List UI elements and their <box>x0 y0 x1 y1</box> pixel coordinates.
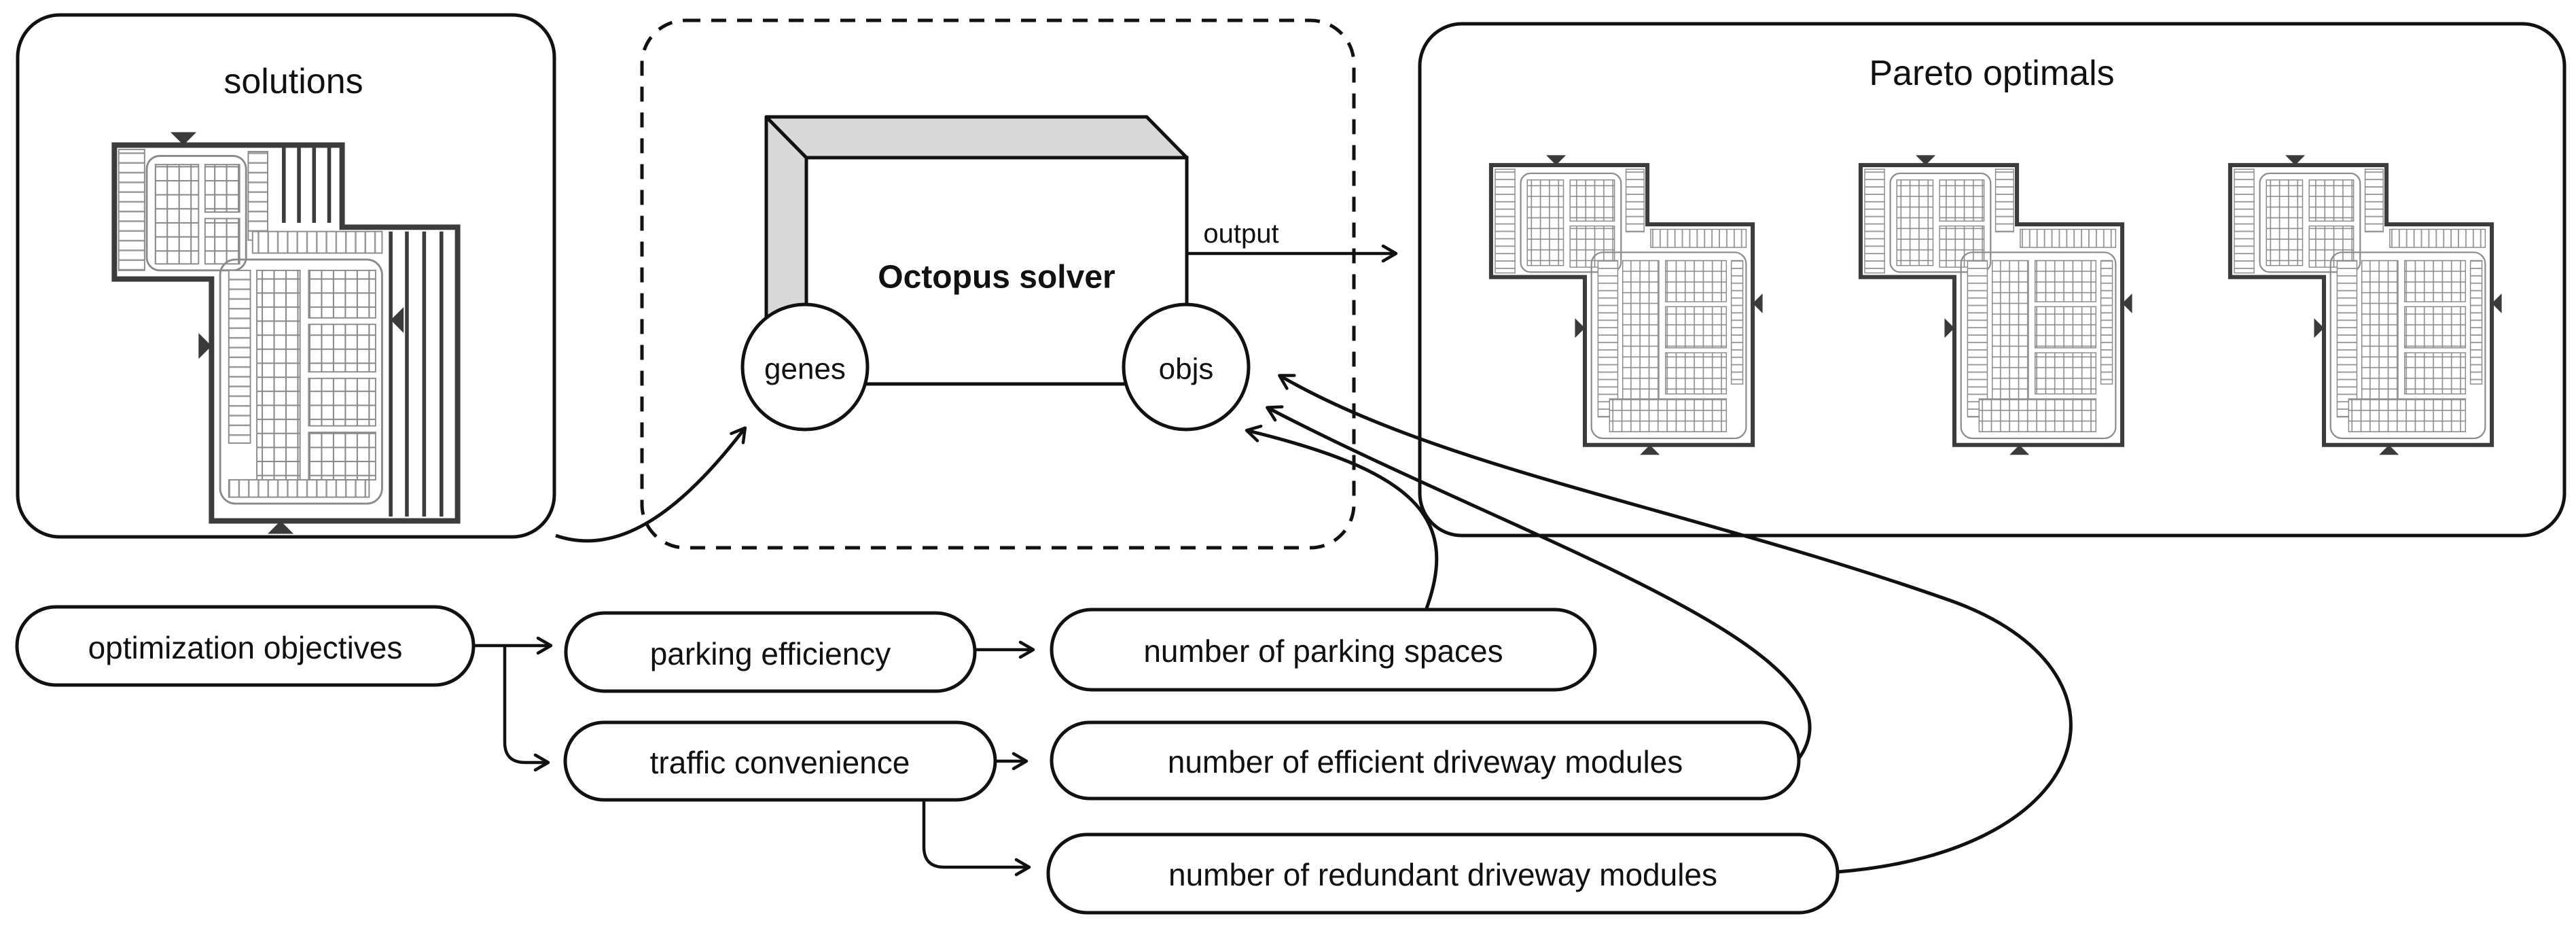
traffic-to-metric3-arrow <box>922 800 1031 877</box>
metric2-to-objs-arrow <box>1266 405 1812 760</box>
num-efficient-driveway-node <box>1050 720 1801 801</box>
objs-port-label: objs <box>1159 353 1214 386</box>
num-parking-spaces-node <box>1050 608 1597 692</box>
parking-efficiency-node <box>564 611 977 693</box>
num-efficient-driveway-label: number of efficient driveway modules <box>1168 744 1683 779</box>
metric3-to-objs-arrow <box>1278 374 2073 874</box>
solutions-to-genes-arrow <box>555 426 747 543</box>
solver-panel: Octopus solver genes objs output <box>640 18 1398 550</box>
num-redundant-driveway-label: number of redundant driveway modules <box>1168 857 1717 892</box>
objectives-flow: optimization objectives parking efficien… <box>15 605 1840 915</box>
objectives-to-traffic-arrow <box>503 646 550 772</box>
genes-port <box>740 302 870 432</box>
solver-box-front-face <box>804 156 1189 386</box>
genes-port-label: genes <box>764 353 846 386</box>
solutions-panel-title: solutions <box>223 62 363 101</box>
solver-box-top-face <box>764 115 1189 160</box>
objs-port <box>1122 302 1251 432</box>
optimization-objectives-label: optimization objectives <box>88 630 403 665</box>
solver-title: Octopus solver <box>878 260 1115 296</box>
num-parking-spaces-label: number of parking spaces <box>1143 633 1503 669</box>
output-arrow-label: output <box>1203 219 1278 249</box>
num-redundant-driveway-node <box>1046 832 1840 915</box>
traffic-convenience-label: traffic convenience <box>650 745 910 780</box>
pareto-panel-title: Pareto optimals <box>1869 54 2114 93</box>
metric1-to-objs-arrow <box>1245 424 1439 609</box>
pareto-panel: Pareto optimals <box>1418 22 2566 538</box>
solutions-panel: solutions <box>16 13 556 539</box>
parking-efficiency-label: parking efficiency <box>650 636 891 671</box>
